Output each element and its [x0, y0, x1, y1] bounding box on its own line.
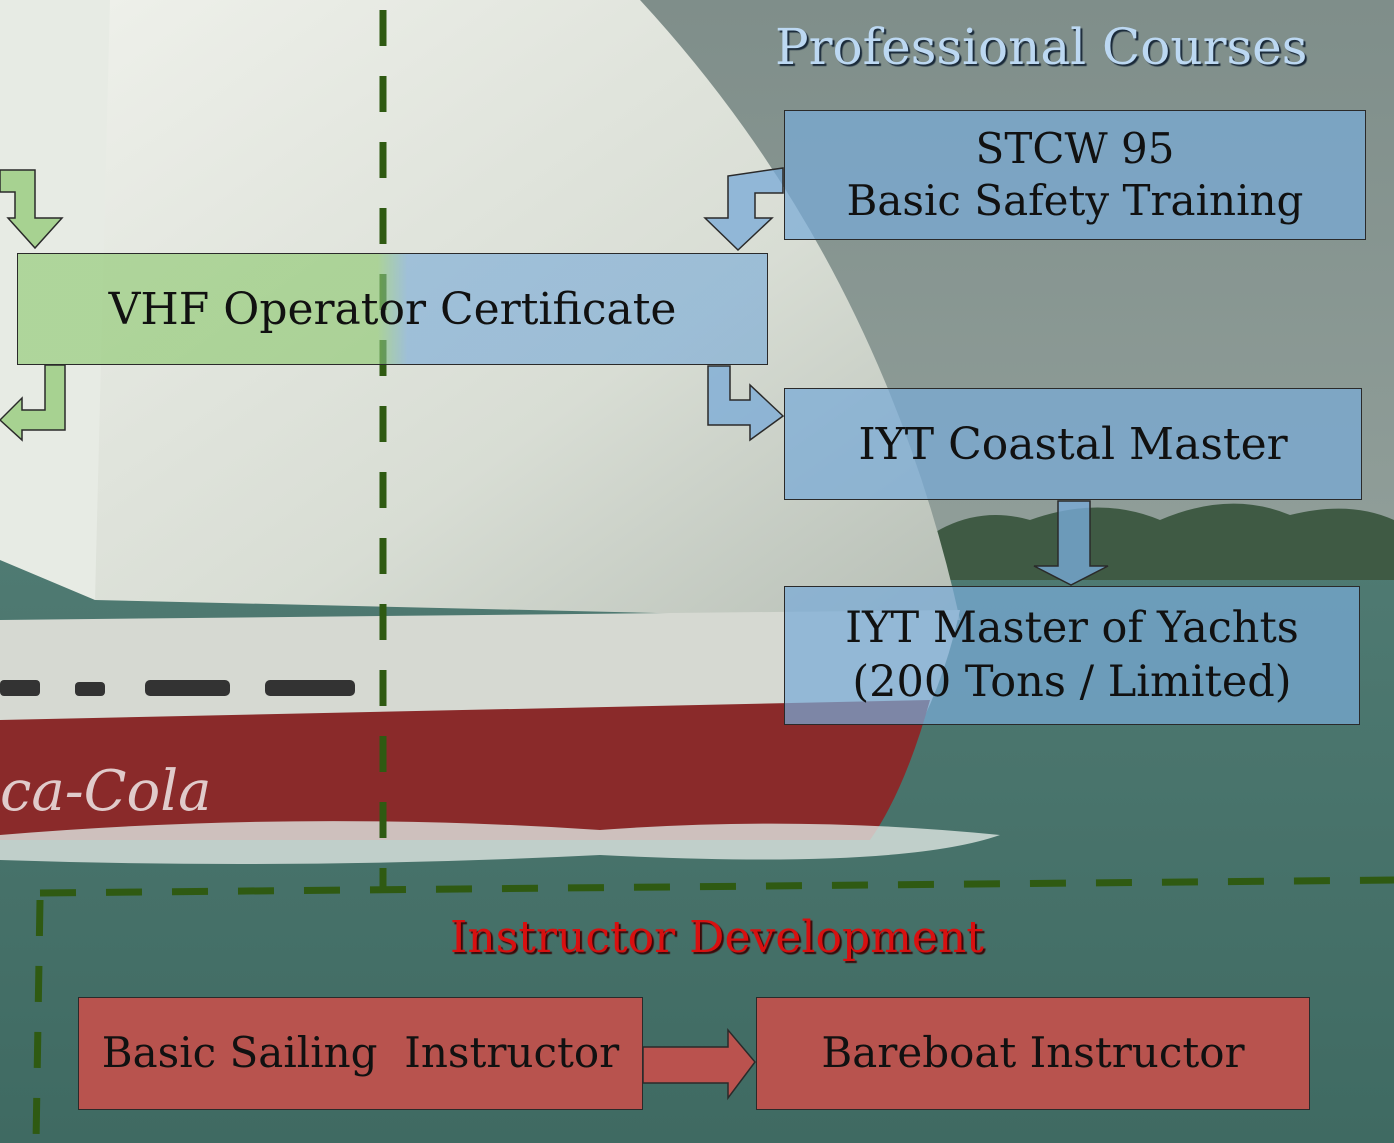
- professional-courses-title: Professional Courses: [775, 18, 1308, 76]
- stcw-line1: STCW 95: [975, 123, 1175, 173]
- bareboat-instructor-label: Bareboat Instructor: [821, 1028, 1245, 1078]
- vhf-operator-box: VHF Operator Certificate: [17, 253, 768, 365]
- vhf-operator-label: VHF Operator Certificate: [108, 283, 677, 335]
- stcw-line2: Basic Safety Training: [846, 176, 1304, 225]
- master-yachts-line2: (200 Tons / Limited): [852, 656, 1292, 707]
- coastal-master-box: IYT Coastal Master: [784, 388, 1362, 500]
- bareboat-instructor-box: Bareboat Instructor: [756, 997, 1310, 1110]
- stcw-box: STCW 95 Basic Safety Training: [784, 110, 1366, 240]
- basic-sailing-instructor-label: Basic Sailing Instructor: [101, 1028, 620, 1078]
- master-of-yachts-box: IYT Master of Yachts (200 Tons / Limited…: [784, 586, 1360, 725]
- coastal-master-label: IYT Coastal Master: [858, 418, 1288, 470]
- svg-text:ca-Cola: ca-Cola: [0, 759, 212, 824]
- basic-sailing-instructor-box: Basic Sailing Instructor: [78, 997, 643, 1110]
- instructor-development-title: Instructor Development: [450, 912, 984, 963]
- master-yachts-line1: IYT Master of Yachts: [845, 602, 1299, 653]
